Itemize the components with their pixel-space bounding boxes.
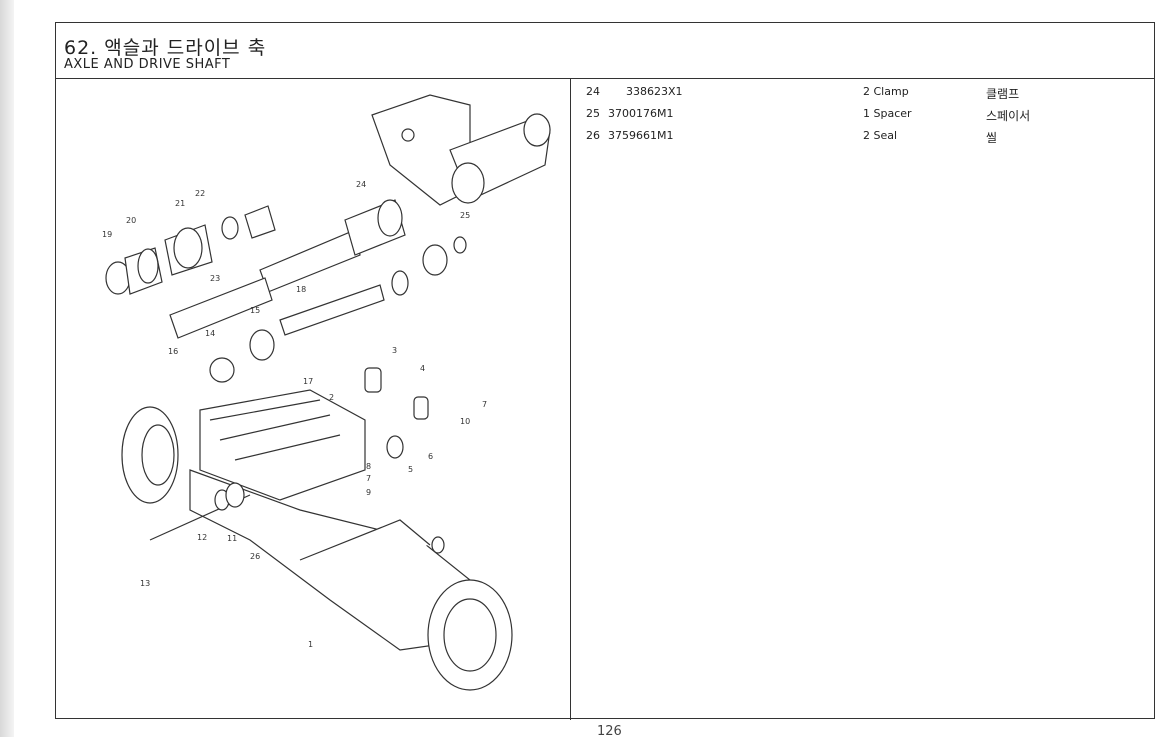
column-divider	[570, 78, 571, 720]
callout-label: 11	[227, 534, 238, 543]
part-number: 3759661M1	[608, 129, 674, 142]
callout-label: 21	[175, 199, 186, 208]
item-number: 25	[586, 107, 600, 120]
parts-row: 26 3759661M1 2 Seal 씰	[586, 129, 1146, 151]
parts-row: 24 338623X1 2 Clamp 클램프	[586, 85, 1146, 107]
drive-shaft	[209, 199, 467, 383]
callout-label: 7	[482, 400, 488, 409]
callout-label: 16	[168, 347, 179, 356]
callout-label: 17	[303, 377, 314, 386]
callout-label: 7	[366, 474, 372, 483]
callout-label: 3	[392, 346, 398, 355]
callout-label: 12	[197, 533, 208, 542]
item-number: 26	[586, 129, 600, 142]
callout-label: 14	[205, 329, 216, 338]
callout-label: 22	[195, 189, 206, 198]
callout-label: 25	[460, 211, 471, 220]
callout-label: 19	[102, 230, 113, 239]
page-binding-edge	[0, 0, 14, 737]
part-number: 338623X1	[626, 85, 683, 98]
callout-label: 6	[428, 452, 434, 461]
axle-housing	[121, 367, 513, 691]
korean-name: 스페이서	[986, 109, 1031, 123]
part-number: 3700176M1	[608, 107, 674, 120]
korean-name: 클램프	[986, 87, 1020, 101]
callout-label: 4	[420, 364, 426, 373]
section-header: 62. 액슬과 드라이브 축 AXLE AND DRIVE SHAFT	[56, 23, 1154, 79]
callout-label: 10	[460, 417, 471, 426]
qty-description: 1 Spacer	[863, 107, 912, 120]
page-number: 126	[597, 724, 622, 739]
transmission-housing	[371, 94, 551, 206]
callout-label: 8	[366, 462, 372, 471]
boot-assembly	[105, 205, 276, 339]
parts-row: 25 3700176M1 1 Spacer 스페이서	[586, 107, 1146, 129]
callout-label: 9	[366, 488, 372, 497]
qty-description: 2 Clamp	[863, 85, 909, 98]
callout-label: 5	[408, 465, 414, 474]
page-frame: 62. 액슬과 드라이브 축 AXLE AND DRIVE SHAFT 24 3…	[55, 22, 1155, 739]
callout-label: 13	[140, 579, 151, 588]
callout-label: 23	[210, 274, 221, 283]
section-title-korean: 62. 액슬과 드라이브 축	[64, 37, 267, 59]
item-number: 24	[586, 85, 600, 98]
parts-list: 24 338623X1 2 Clamp 클램프 25 3700176M1 1 S…	[586, 85, 1146, 151]
callout-label: 20	[126, 216, 137, 225]
callout-label: 18	[296, 285, 307, 294]
callout-label: 1	[308, 640, 314, 649]
exploded-axle-diagram	[105, 94, 551, 691]
callout-label: 15	[250, 306, 261, 315]
korean-name: 씰	[986, 131, 998, 145]
qty-description: 2 Seal	[863, 129, 898, 142]
callout-label: 24	[356, 180, 367, 189]
section-title-english: AXLE AND DRIVE SHAFT	[64, 57, 231, 72]
callout-label: 26	[250, 552, 261, 561]
callout-label: 2	[329, 393, 335, 402]
